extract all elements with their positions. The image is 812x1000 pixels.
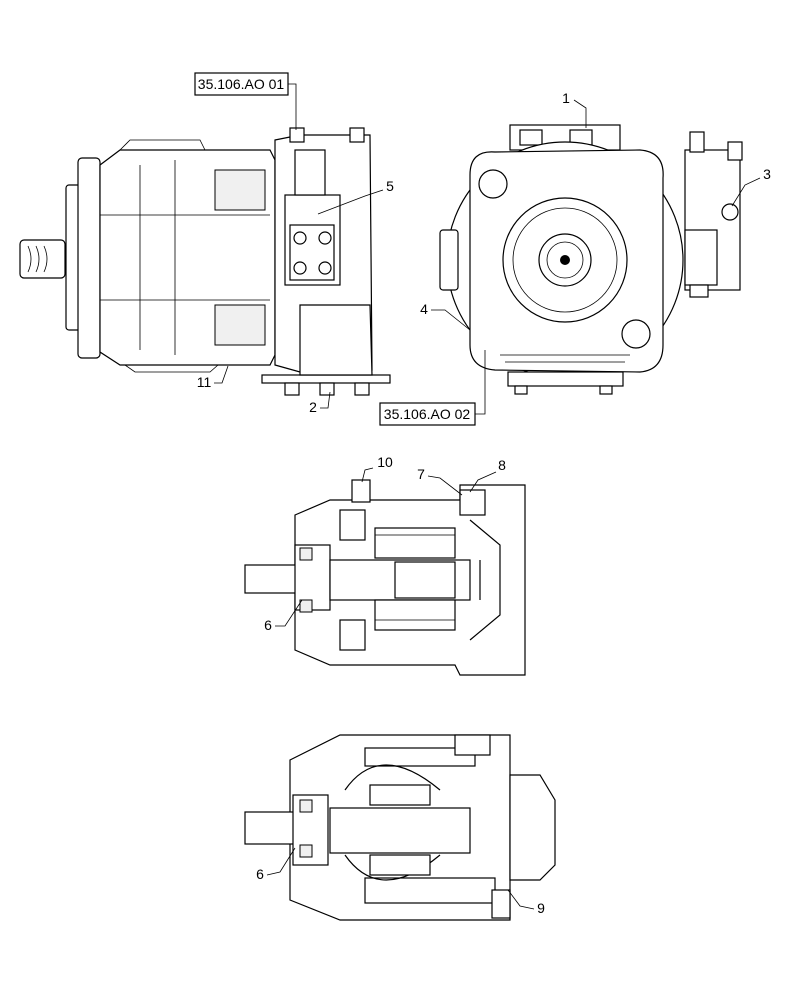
callout-6-bottom: 6 [256,866,264,882]
callout-1: 1 [562,90,570,106]
callout-2: 2 [309,399,317,415]
reference-label-bottom: 35.106.AO 02 [384,406,471,422]
pump-bottom-section-view [244,734,556,921]
reference-label-top: 35.106.AO 01 [198,76,285,92]
callout-8: 8 [498,457,506,473]
callout-3: 3 [763,166,771,182]
reference-box-bottom[interactable]: 35.106.AO 02 [379,402,476,426]
callout-9: 9 [537,900,545,916]
pump-section-view [244,479,526,676]
callout-4: 4 [420,301,428,317]
callout-7: 7 [417,466,425,482]
reference-box-top[interactable]: 35.106.AO 01 [194,72,289,96]
callouts: 1 2 3 4 5 6 6 7 8 9 10 11 [197,90,771,916]
callout-5: 5 [386,178,394,194]
callout-10: 10 [377,454,393,470]
pump-front-view [439,124,743,395]
callout-11: 11 [197,374,212,390]
callout-6-section: 6 [264,617,272,633]
pump-side-view [19,127,391,396]
